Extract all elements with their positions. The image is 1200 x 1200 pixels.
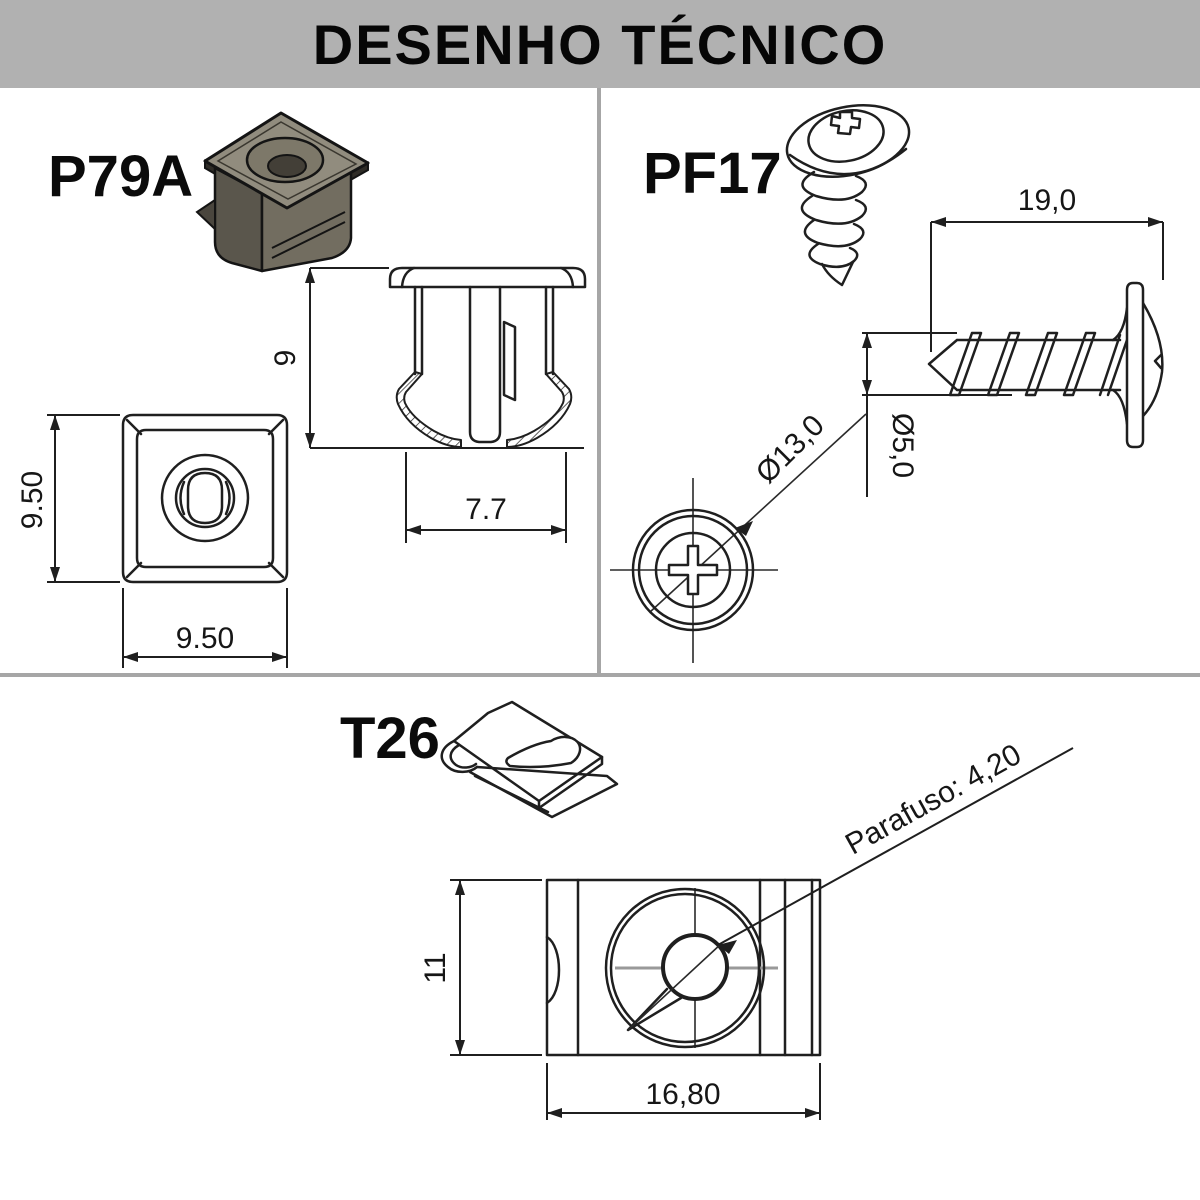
p79a-dim-plan-width: 9.50 — [122, 588, 288, 668]
t26-label: T26 — [340, 706, 440, 771]
panel-t26: T26 Parafuso: 4,20 11 — [340, 700, 1074, 1120]
pf17-dim-length: 19,0 — [930, 184, 1164, 352]
pf17-dim-head-text: Ø13,0 — [750, 409, 831, 490]
t26-isometric-view — [440, 700, 619, 819]
panel-pf17: PF17 19,0 — [610, 104, 1164, 663]
p79a-dim-width-text: 7.7 — [465, 493, 507, 526]
p79a-right-barb — [506, 371, 573, 448]
p79a-isometric-view — [195, 111, 370, 273]
pf17-isometric-view — [785, 104, 911, 287]
pf17-dim-shaft-text: Ø5,0 — [886, 413, 919, 478]
p79a-dim-plan-height: 9.50 — [16, 414, 120, 583]
t26-dim-width: 16,80 — [546, 1063, 821, 1120]
p79a-plan-view: 9.50 9.50 — [16, 413, 289, 668]
title-banner: DESENHO TÉCNICO — [0, 0, 1200, 88]
horizontal-divider — [0, 673, 1200, 677]
t26-keyhole-slot-iso — [505, 735, 582, 769]
vertical-divider — [597, 88, 601, 675]
p79a-dim-height: 9 — [269, 267, 584, 449]
t26-dim-width-text: 16,80 — [645, 1078, 720, 1111]
p79a-front-view: 9 7.7 — [269, 266, 587, 543]
p79a-dim-width: 7.7 — [405, 452, 567, 543]
panel-p79a: P79A 9 7.7 — [16, 111, 587, 668]
pf17-threads — [948, 331, 1129, 397]
pf17-phillips-cross — [667, 544, 719, 596]
p79a-left-barb — [395, 371, 462, 448]
page-title: DESENHO TÉCNICO — [312, 12, 888, 76]
pf17-side-view: 19,0 Ø5,0 — [862, 184, 1164, 497]
t26-screw-note-text: Parafuso: 4,20 — [840, 738, 1027, 861]
pf17-label: PF17 — [643, 141, 782, 206]
p79a-dim-plan-height-text: 9.50 — [16, 471, 49, 529]
t26-plan-view: Parafuso: 4,20 11 16,80 — [419, 738, 1074, 1120]
p79a-label: P79A — [48, 144, 193, 209]
pf17-head-view: Ø13,0 — [610, 409, 867, 663]
pf17-dim-shaft: Ø5,0 — [862, 332, 1012, 497]
p79a-dim-height-text: 9 — [269, 350, 302, 367]
pf17-dim-length-text: 19,0 — [1018, 184, 1076, 217]
t26-dim-height-text: 11 — [419, 952, 452, 983]
t26-dim-height: 11 — [419, 879, 542, 1056]
pf17-dim-head: Ø13,0 — [735, 409, 831, 536]
p79a-dim-plan-width-text: 9.50 — [176, 622, 234, 655]
